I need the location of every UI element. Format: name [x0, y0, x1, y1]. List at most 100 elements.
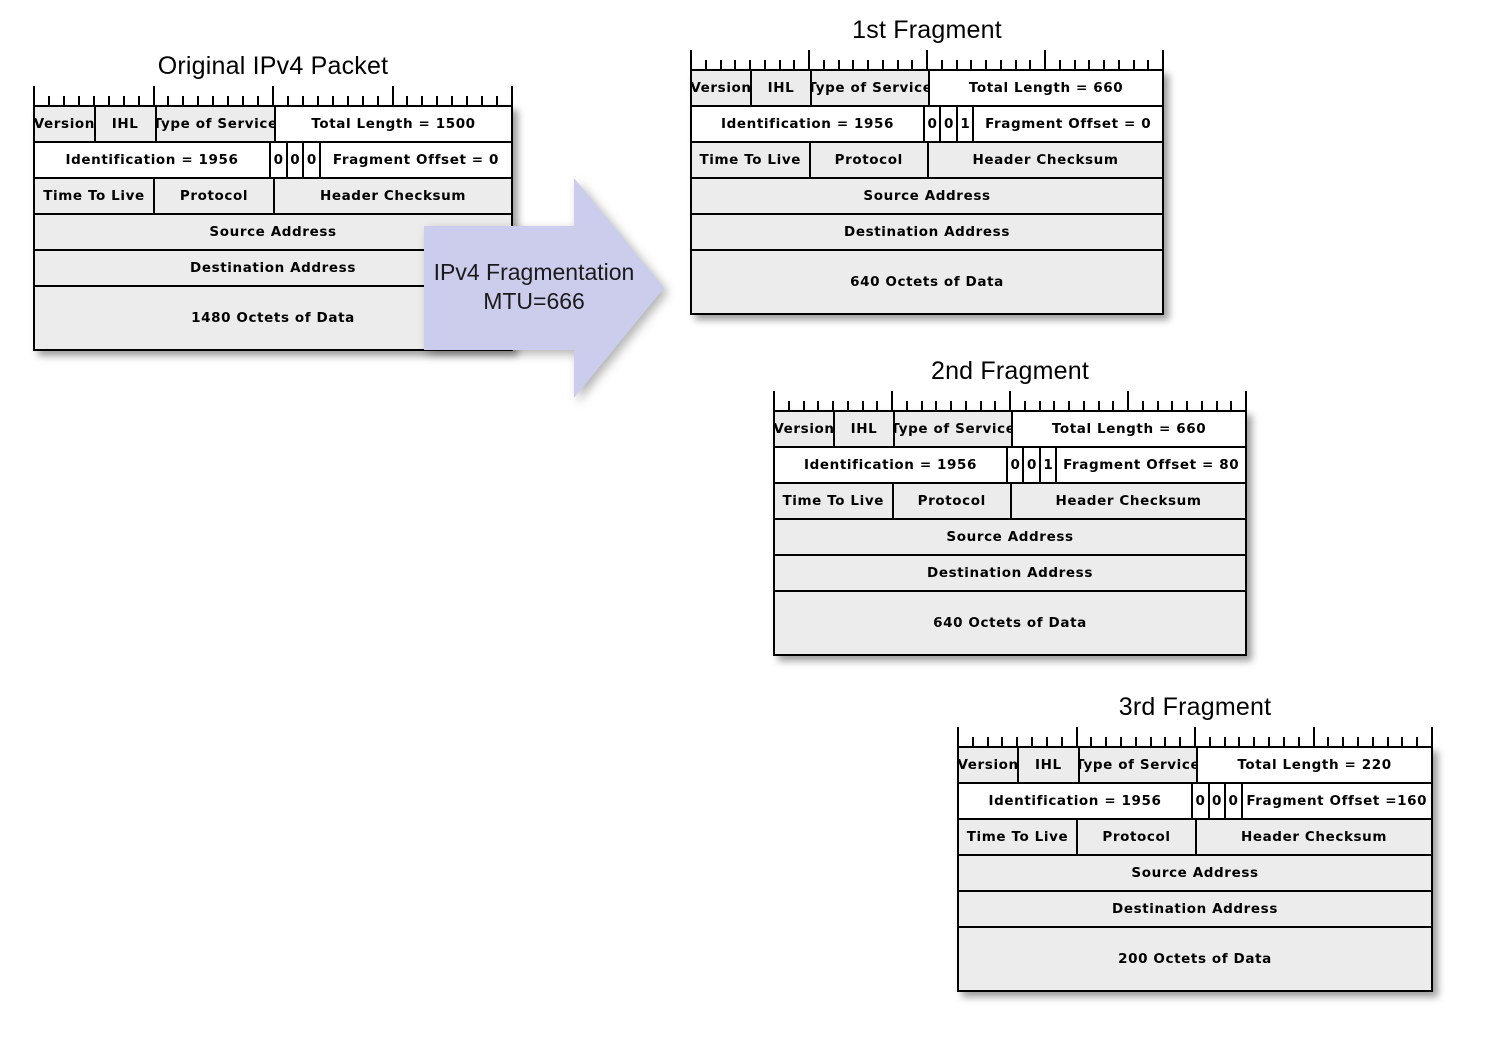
ruler-tick: [832, 401, 834, 410]
ruler-tick: [719, 60, 722, 69]
ruler-tick: [861, 401, 864, 410]
bit-ruler-original-packet: [33, 86, 513, 105]
ruler-tick: [1268, 737, 1271, 746]
ruler-tick: [955, 60, 958, 69]
ruler-tick: [1031, 737, 1034, 746]
ruler-tick: [1075, 727, 1078, 746]
field-0: 0: [925, 107, 942, 141]
ruler-tick: [301, 96, 304, 105]
ruler-tick: [1149, 737, 1152, 746]
ruler-tick: [1058, 60, 1061, 69]
field-0: 0: [287, 143, 305, 177]
ruler-tick: [881, 60, 884, 69]
packet-payload-row: 200 Octets of Data: [959, 928, 1431, 990]
ruler-tick: [62, 96, 65, 105]
ruler-tick: [1038, 401, 1041, 410]
field-fragment-offset-80: Fragment Offset = 80: [1057, 448, 1245, 482]
ruler-tick: [1416, 737, 1419, 746]
ruler-tick: [763, 60, 766, 69]
field-time-to-live: Time To Live: [959, 820, 1078, 854]
ruler-tick: [1223, 737, 1226, 746]
ruler-tick: [257, 96, 260, 105]
ruler-tick: [1215, 401, 1218, 410]
field-version: Version: [692, 71, 752, 105]
ruler-tick: [496, 96, 499, 105]
ruler-tick: [1117, 60, 1120, 69]
fragmentation-arrow: [424, 178, 664, 398]
ruler-tick: [1327, 737, 1330, 746]
ruler-tick: [1060, 737, 1063, 746]
bit-ruler-fragment-3: [957, 727, 1433, 746]
ruler-tick: [1016, 737, 1019, 746]
packet-title-original-packet: Original IPv4 Packet: [157, 52, 389, 80]
ruler-tick: [1009, 391, 1011, 410]
ruler-tick: [1164, 737, 1167, 746]
ruler-tick: [1014, 60, 1017, 69]
ruler-tick: [1088, 60, 1091, 69]
ruler-tick: [1200, 401, 1203, 410]
field-1: 1: [957, 107, 975, 141]
field-header-checksum: Header Checksum: [929, 143, 1162, 177]
ruler-tick: [1127, 391, 1129, 410]
field-destination-address: Destination Address: [959, 892, 1431, 926]
ruler-tick: [926, 50, 928, 69]
packet-payload-row: 640 Octets of Data: [692, 251, 1162, 313]
field-header-checksum: Header Checksum: [275, 179, 511, 213]
packet-source-address-row: Source Address: [775, 520, 1245, 556]
field-header-checksum: Header Checksum: [1012, 484, 1245, 518]
field-ihl: IHL: [835, 412, 895, 446]
ruler-tick: [950, 401, 952, 410]
ruler-tick: [793, 60, 796, 69]
ruler-tick: [286, 96, 289, 105]
ruler-tick: [911, 60, 914, 69]
ruler-tick: [1431, 727, 1433, 746]
ruler-tick: [152, 86, 155, 105]
field-0: 0: [1008, 448, 1025, 482]
bit-ruler-fragment-2: [773, 391, 1247, 410]
ruler-tick: [935, 401, 938, 410]
packet-source-address-row: Source Address: [959, 856, 1431, 892]
ruler-tick: [107, 96, 110, 105]
ruler-tick: [212, 96, 215, 105]
field-time-to-live: Time To Live: [35, 179, 155, 213]
field-time-to-live: Time To Live: [692, 143, 811, 177]
ruler-tick: [822, 60, 825, 69]
ruler-tick: [787, 401, 790, 410]
ruler-tick: [272, 86, 274, 105]
ruler-tick: [1090, 737, 1093, 746]
field-ihl: IHL: [752, 71, 812, 105]
field-total-length-660: Total Length = 660: [1013, 412, 1245, 446]
field-destination-address: Destination Address: [692, 215, 1162, 249]
ruler-tick: [817, 401, 820, 410]
ruler-tick: [1194, 727, 1196, 746]
ruler-tick: [1208, 737, 1211, 746]
packet-title-fragment-2: 2nd Fragment: [930, 357, 1090, 385]
ruler-tick: [1297, 737, 1300, 746]
ruler-tick: [1356, 737, 1359, 746]
field-0: 0: [1024, 448, 1041, 482]
field-identification-1956: Identification = 1956: [959, 784, 1193, 818]
ruler-tick: [1342, 737, 1345, 746]
ruler-tick: [182, 96, 185, 105]
field-source-address: Source Address: [692, 179, 1162, 213]
ruler-tick: [1245, 391, 1247, 410]
ruler-tick: [197, 96, 200, 105]
field-version: Version: [35, 107, 96, 141]
ruler-tick: [876, 401, 879, 410]
ruler-tick: [1044, 50, 1046, 69]
field-source-address: Source Address: [775, 520, 1245, 554]
ruler-tick: [242, 96, 245, 105]
field-version: Version: [959, 748, 1020, 782]
field-total-length-1500: Total Length = 1500: [276, 107, 511, 141]
ruler-tick: [1162, 50, 1164, 69]
